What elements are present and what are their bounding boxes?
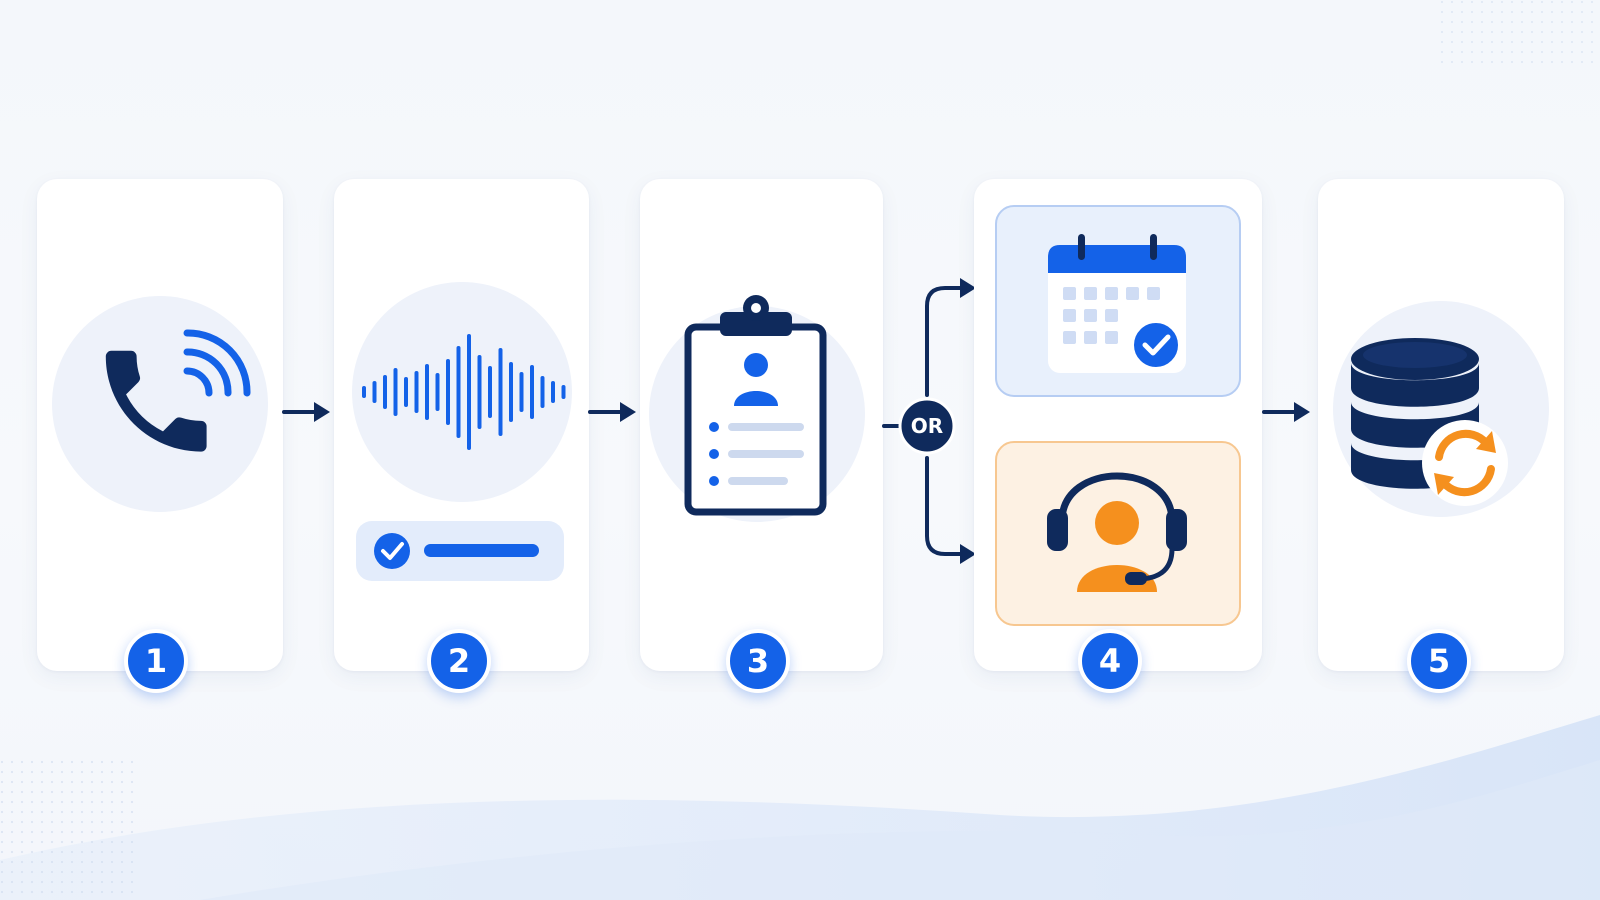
- calendar-check-icon: [995, 205, 1241, 397]
- step-4-card: [974, 179, 1262, 671]
- step-3-card: [640, 179, 883, 671]
- step-5-number-badge: 5: [1407, 629, 1471, 693]
- calendar-day-cell: [1084, 331, 1097, 344]
- step-4-number-badge: 4: [1078, 629, 1142, 693]
- step-3-number-badge: 3: [726, 629, 790, 693]
- transcription-confirmed-bar: [356, 521, 564, 581]
- step-2-number-badge: 2: [427, 629, 491, 693]
- calendar-day-cell: [1063, 309, 1076, 322]
- calendar-day-cell: [1084, 287, 1097, 300]
- phone-call-icon: [52, 296, 268, 512]
- step-2-card: [334, 179, 589, 671]
- calendar-day-cell: [1084, 309, 1097, 322]
- step-1-card: [37, 179, 283, 671]
- calendar-day-cell: [1105, 331, 1118, 344]
- step-4-options: [995, 205, 1241, 626]
- step-1-number-badge: 1: [124, 629, 188, 693]
- calendar-day-cell: [1063, 331, 1076, 344]
- calendar-day-cell: [1147, 287, 1160, 300]
- voice-waveform-icon: [352, 282, 572, 581]
- calendar-day-cell: [1063, 287, 1076, 300]
- calendar-day-cell: [1105, 287, 1118, 300]
- calendar-day-cell: [1126, 287, 1139, 300]
- step-5-card: [1318, 179, 1564, 671]
- or-label: OR: [910, 414, 944, 438]
- calendar-day-cell: [1105, 309, 1118, 322]
- database-sync-icon: [1333, 301, 1549, 517]
- support-agent-icon: [995, 441, 1241, 626]
- clipboard-profile-icon: [649, 295, 865, 522]
